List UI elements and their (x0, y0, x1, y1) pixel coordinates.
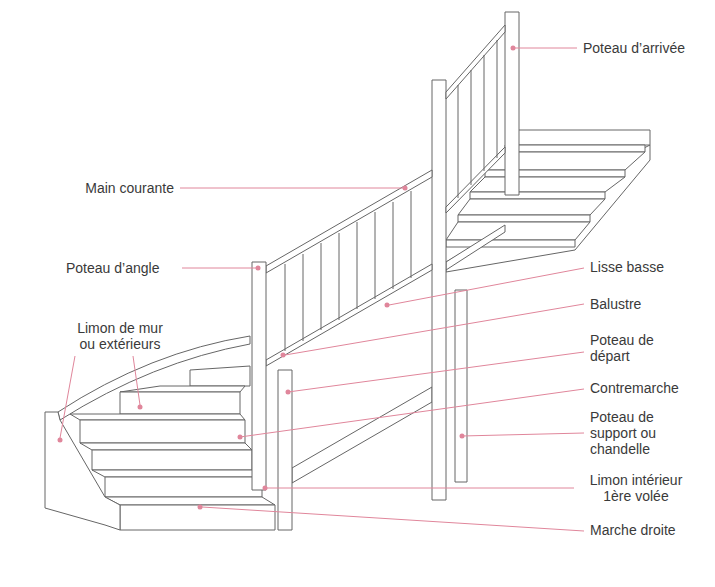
leader-lines (60, 48, 584, 531)
part-label: Main courante (40, 180, 174, 196)
part-label: Poteau d’arrivée (583, 40, 708, 56)
part-label: Limon intérieur 1ère volée (580, 472, 692, 504)
part-label: Contremarche (590, 380, 710, 396)
part-label: Poteau de départ (590, 332, 680, 364)
part-label: Balustre (590, 296, 705, 312)
part-label: Limon de mur ou extérieurs (70, 320, 170, 352)
part-label: Poteau de support ou chandelle (590, 409, 680, 457)
part-label: Poteau d’angle (66, 260, 178, 276)
part-label: Lisse basse (590, 259, 705, 275)
part-label: Marche droite (590, 522, 705, 538)
leader-dots (58, 46, 516, 510)
